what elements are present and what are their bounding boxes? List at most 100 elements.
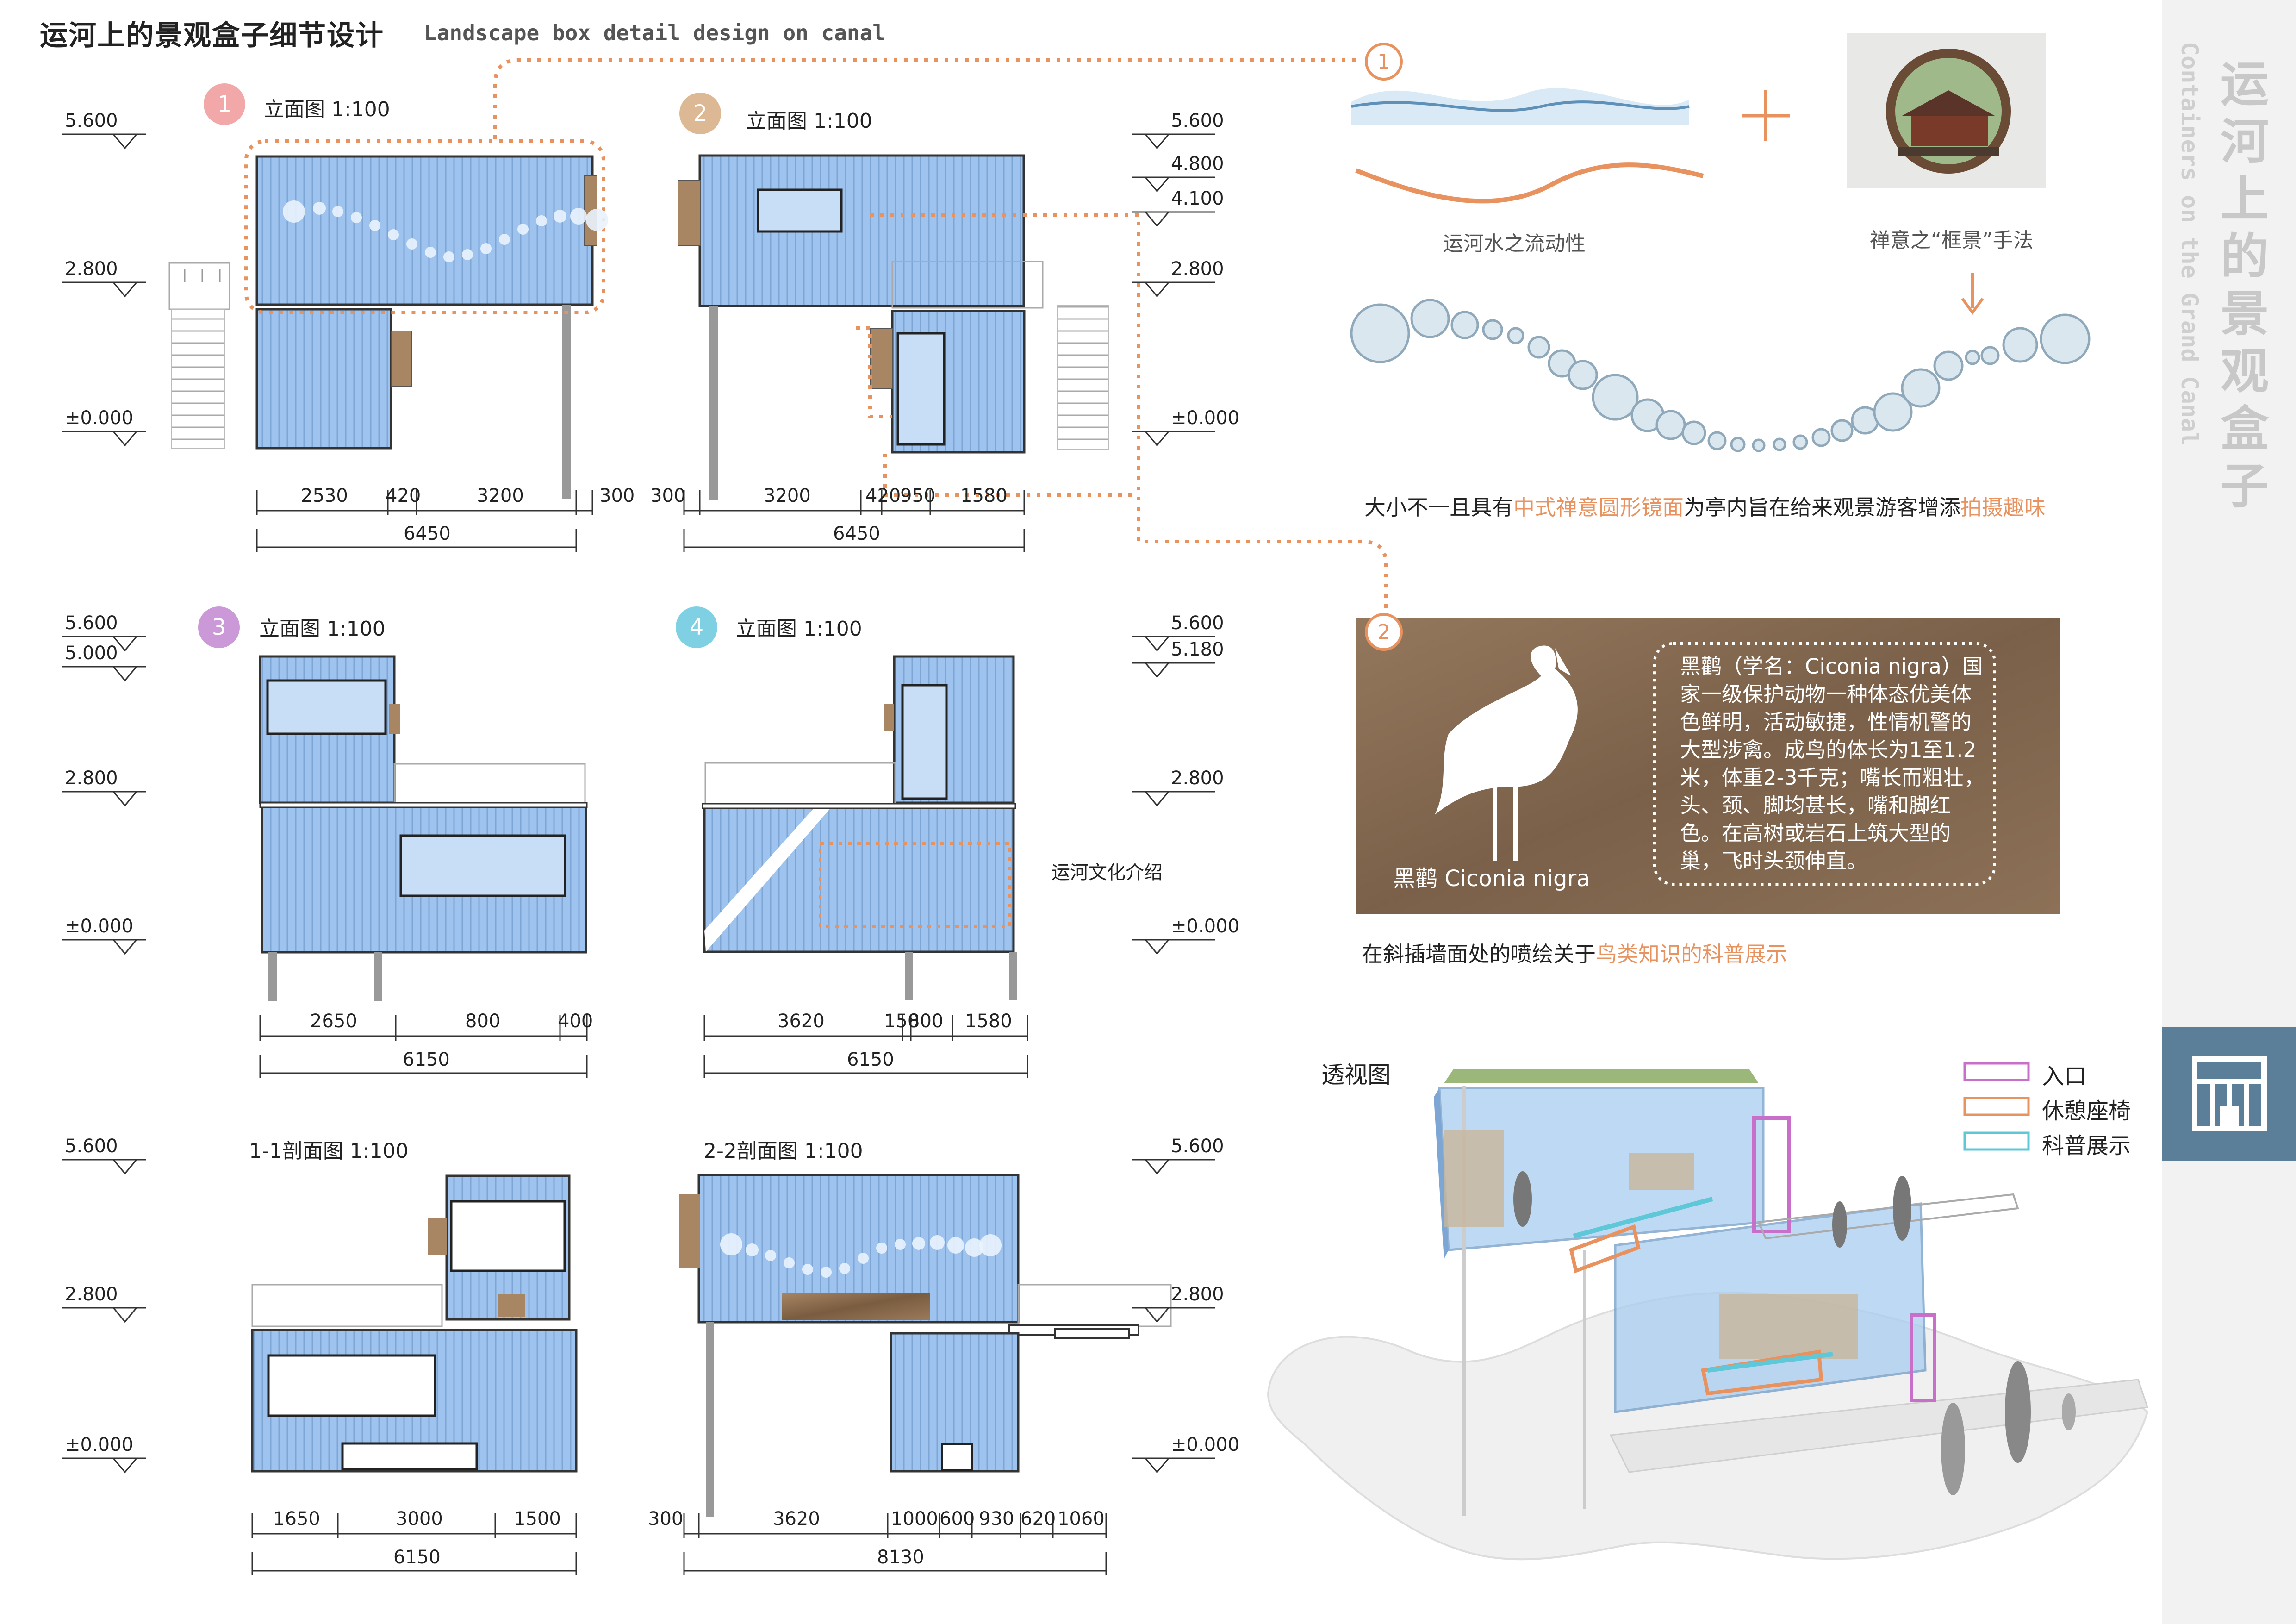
mirror-circle xyxy=(821,1267,832,1278)
elevation-2 xyxy=(678,154,1109,500)
dimension-label: 1580 xyxy=(965,1011,1012,1032)
sidebar-title-en: Containers on the Grand Canal xyxy=(2176,42,2203,446)
level-triangle xyxy=(1144,636,1170,652)
mirror-circle xyxy=(947,1237,964,1254)
level-label: 2.800 xyxy=(1171,768,1224,789)
mirror-circle xyxy=(979,1234,1002,1256)
dimension-label: 300 xyxy=(648,1508,684,1530)
circle-wave xyxy=(1350,299,2091,452)
level-label: ±0.000 xyxy=(65,407,134,429)
legend-exhibit: 科普展示 xyxy=(2042,1133,2131,1159)
mirror-circle xyxy=(802,1264,813,1275)
wave-circle xyxy=(1773,437,1786,451)
sidebar-tab[interactable] xyxy=(2162,1027,2296,1161)
level-label: ±0.000 xyxy=(65,1434,134,1455)
level-label: 2.800 xyxy=(65,258,118,280)
dimension-lines xyxy=(251,490,1107,1575)
section-2-2-title: 2-2剖面图 1:100 xyxy=(703,1139,863,1163)
mirror-circle xyxy=(965,1238,983,1257)
level-triangle xyxy=(1144,211,1170,227)
bird-note: 在斜插墙面处的喷绘关于鸟类知识的科普展示 xyxy=(1362,942,1787,967)
wave-circle xyxy=(1980,346,2000,365)
level-label: 2.800 xyxy=(1171,1284,1224,1305)
level-triangle xyxy=(112,431,138,447)
dimension-label: 3000 xyxy=(396,1508,443,1530)
caption-water: 运河水之流动性 xyxy=(1443,232,1586,256)
level-label: 2.800 xyxy=(65,1284,118,1305)
dimension-label: 300 xyxy=(650,485,686,506)
level-label: 2.800 xyxy=(1171,258,1224,280)
dimension-label: 6450 xyxy=(404,523,451,544)
mirror-circle xyxy=(570,208,587,225)
level-triangle xyxy=(1144,791,1170,807)
wave-circle xyxy=(2002,327,2038,363)
mirror-circle xyxy=(930,1235,945,1250)
level-triangle xyxy=(112,636,138,652)
dimension-label: 6150 xyxy=(393,1547,441,1568)
mirror-circle xyxy=(425,247,436,258)
mirror-circle xyxy=(332,206,343,217)
dimension-label: 1060 xyxy=(1058,1508,1105,1530)
level-label: 5.600 xyxy=(1171,110,1224,131)
wave-circle xyxy=(1707,431,1727,450)
mirror-circle xyxy=(351,212,362,223)
level-triangle xyxy=(1144,1307,1170,1323)
marker-2-label: 2 xyxy=(1377,620,1390,644)
level-triangle xyxy=(112,1307,138,1323)
bird-label: 黑鹳 Ciconia nigra xyxy=(1393,866,1590,892)
dimension-label: 6450 xyxy=(833,523,880,544)
wave-circle xyxy=(1507,327,1524,344)
dimension-label: 3200 xyxy=(764,485,811,506)
elevation-4-title: 立面图 1:100 xyxy=(736,617,862,641)
section-1-1-title: 1-1剖面图 1:100 xyxy=(249,1139,409,1163)
level-triangle xyxy=(1144,176,1170,193)
caption-frame: 禅意之“框景”手法 xyxy=(1870,229,2034,252)
wave-circle xyxy=(1482,319,1503,340)
mirror-circle xyxy=(443,251,454,262)
legend-bench: 休憩座椅 xyxy=(2042,1098,2131,1124)
level-triangle xyxy=(112,281,138,298)
elevation-3 xyxy=(259,655,588,1001)
dimension-label: 800 xyxy=(908,1011,944,1032)
mirror-circle xyxy=(462,249,473,260)
plus-icon xyxy=(1742,90,1790,141)
mirror-circle xyxy=(554,210,566,223)
mirror-circle xyxy=(369,220,380,231)
building-icon xyxy=(2192,1056,2267,1131)
mirror-circle xyxy=(536,215,547,226)
stork-icon xyxy=(1435,645,1578,861)
wave-circle xyxy=(1901,368,1941,408)
marker-1 xyxy=(1365,43,1403,81)
wave-circle xyxy=(1681,420,1706,445)
concept-note: 大小不一且具有中式禅意圆形镜面为亭内旨在给来观景游客增添拍摄趣味 xyxy=(1364,495,2046,520)
level-label: ±0.000 xyxy=(1171,1434,1240,1455)
level-triangle xyxy=(1144,281,1170,298)
dimension-label: 2650 xyxy=(310,1011,357,1032)
framed-view-photo xyxy=(1847,33,2046,188)
connector-lines xyxy=(493,58,1388,611)
page-subtitle: Landscape box detail design on canal xyxy=(424,20,885,45)
dimension-label: 930 xyxy=(979,1508,1014,1530)
mirror-circle xyxy=(283,200,305,223)
level-label: 4.800 xyxy=(1171,153,1224,175)
wave-circle xyxy=(1450,311,1479,339)
mirror-circle xyxy=(313,202,326,215)
elevation-2-title: 立面图 1:100 xyxy=(746,109,872,133)
mirror-circle xyxy=(406,238,417,250)
dimension-label: 8130 xyxy=(877,1547,924,1568)
mirror-circle xyxy=(388,229,399,240)
dimension-label: 6150 xyxy=(847,1049,894,1070)
dimension-label: 3620 xyxy=(778,1011,825,1032)
level-triangle xyxy=(112,666,138,682)
level-triangle xyxy=(1144,662,1170,678)
legend-entrance: 入口 xyxy=(2042,1063,2087,1089)
section-1-1 xyxy=(251,1174,578,1473)
wave-circle xyxy=(1792,434,1808,450)
level-triangle xyxy=(112,133,138,150)
dimension-label: 420 xyxy=(386,485,421,506)
dimension-label: 150 xyxy=(884,1011,920,1032)
mirror-circle xyxy=(517,224,529,235)
dimension-label: 1650 xyxy=(273,1508,320,1530)
wave-circle xyxy=(1965,350,1980,365)
level-triangle xyxy=(112,939,138,955)
